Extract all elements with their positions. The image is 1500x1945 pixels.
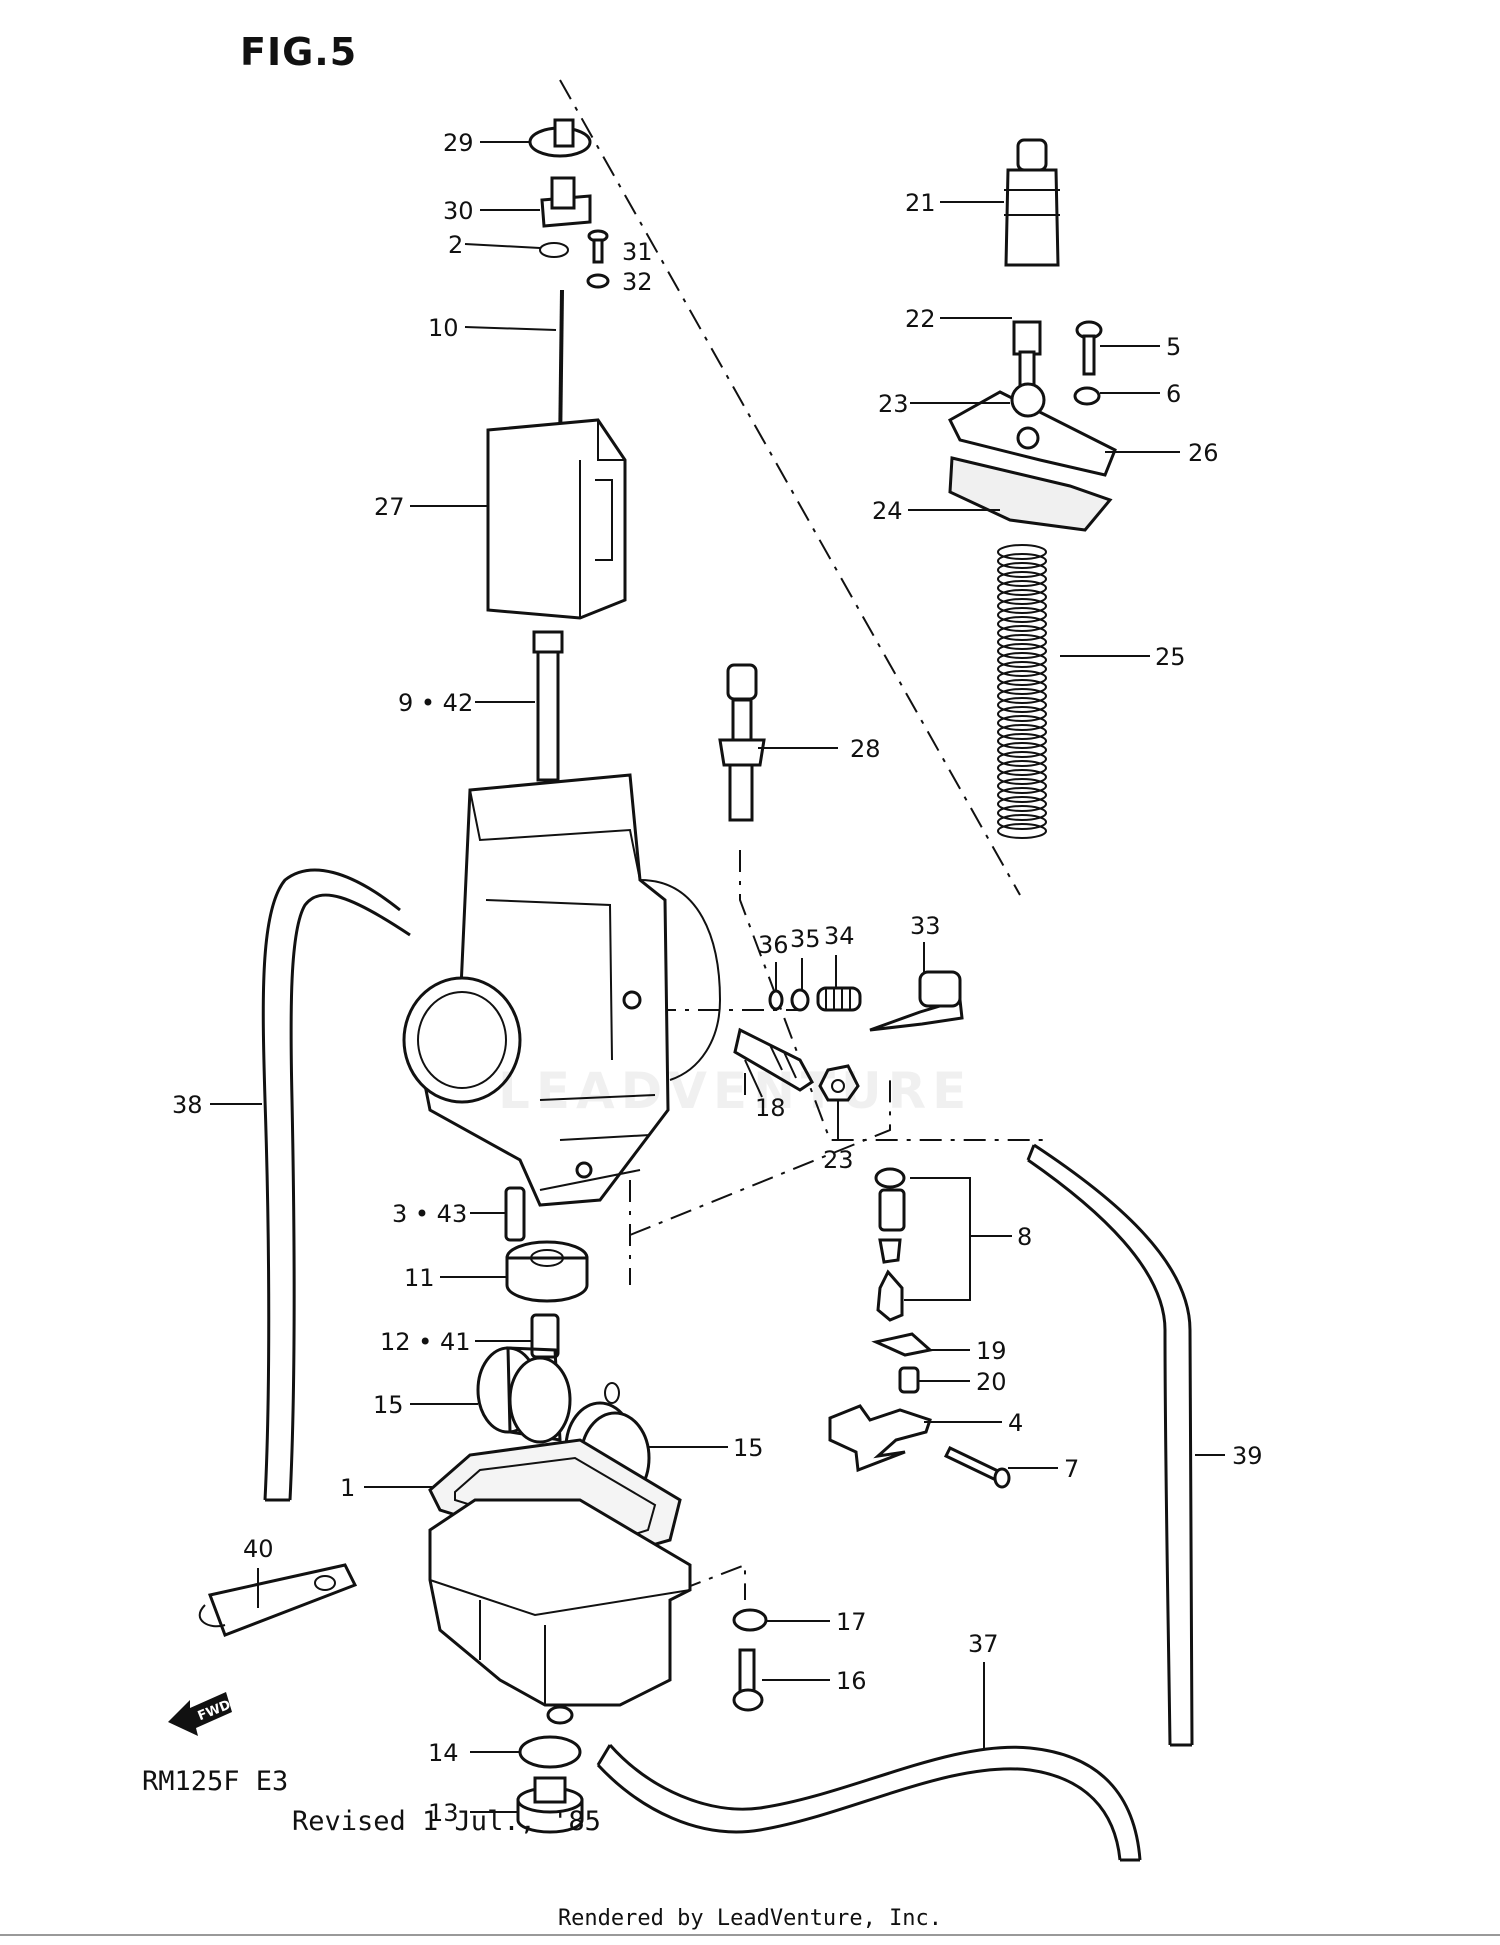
needle-clip-plate-part <box>540 176 592 228</box>
guide-line-slide <box>559 79 1021 896</box>
air-screw-part <box>869 970 964 1032</box>
float-pin-part <box>943 1446 1011 1489</box>
callout-14: 14 <box>428 1739 459 1767</box>
needle-valve-o-ring-part <box>874 1167 906 1189</box>
leader-lines <box>210 141 1225 1813</box>
callout-28: 28 <box>850 735 881 763</box>
callout-24: 24 <box>872 497 903 525</box>
callout-27: 27 <box>374 493 405 521</box>
callout-33: 33 <box>910 912 941 940</box>
callout-38: 38 <box>172 1091 203 1119</box>
needle-valve-seat-part <box>878 1188 906 1232</box>
callout-34: 34 <box>824 922 855 950</box>
rubber-cap-part <box>1004 138 1060 267</box>
idle-screw-part <box>733 1027 814 1092</box>
float-ring-part <box>604 1382 620 1404</box>
lock-washer-part <box>586 273 610 289</box>
hose-bracket-part <box>198 1563 358 1637</box>
o-ring-part <box>768 989 784 1011</box>
callout-7: 7 <box>1064 1455 1079 1483</box>
guide-line-bowl <box>679 1563 746 1600</box>
callout-26: 26 <box>1188 439 1219 467</box>
callout-16: 16 <box>836 1667 867 1695</box>
callout-32: 32 <box>622 268 653 296</box>
small-screw-part <box>587 229 609 264</box>
guide-line-lower <box>629 1080 891 1236</box>
callout-40: 40 <box>243 1535 274 1563</box>
drain-plug-part <box>516 1776 584 1834</box>
callout-15-right: 15 <box>733 1434 764 1462</box>
float-arm-pin-part <box>898 1366 920 1394</box>
lock-nut-part <box>818 1064 860 1102</box>
callout-13: 13 <box>428 1799 459 1827</box>
callout-23-nut: 23 <box>823 1146 854 1174</box>
top-screw-part <box>1075 320 1103 376</box>
callout-8: 8 <box>1017 1223 1032 1251</box>
needle-jet-part <box>532 630 564 782</box>
callout-12-41: 12 • 41 <box>380 1328 471 1356</box>
callout-6: 6 <box>1166 380 1181 408</box>
footer-rule <box>0 1934 1500 1936</box>
callout-19: 19 <box>976 1337 1007 1365</box>
pilot-jet-part <box>504 1186 526 1242</box>
callout-21: 21 <box>905 189 936 217</box>
callout-22: 22 <box>905 305 936 333</box>
callout-1: 1 <box>340 1474 355 1502</box>
callout-3-43: 3 • 43 <box>392 1200 467 1228</box>
callout-36: 36 <box>758 931 789 959</box>
callout-37: 37 <box>968 1630 999 1658</box>
float-arm-part <box>871 1332 934 1357</box>
callout-5: 5 <box>1166 333 1181 361</box>
callout-30: 30 <box>443 197 474 225</box>
throttle-valve-part <box>486 418 627 620</box>
footer-credit: Rendered by LeadVenture, Inc. <box>557 1906 943 1931</box>
e-clip-part <box>539 242 569 258</box>
callout-10: 10 <box>428 314 459 342</box>
figure-title: FIG.5 <box>240 30 358 74</box>
callout-2: 2 <box>448 231 463 259</box>
throttle-spring-part <box>997 544 1047 839</box>
callout-20: 20 <box>976 1368 1007 1396</box>
needle-valve-part <box>876 1269 904 1322</box>
top-gasket-part <box>948 456 1113 532</box>
top-cover-part <box>948 382 1117 477</box>
watermark-text: LEADVENTURE <box>498 1062 973 1120</box>
forward-arrow-icon: FWD <box>168 1692 233 1736</box>
callout-23-top: 23 <box>878 390 909 418</box>
drain-o-ring-part <box>518 1735 582 1769</box>
main-jet-part <box>718 663 766 822</box>
washer-part <box>790 988 810 1012</box>
overflow-hose-right-part <box>1026 1143 1194 1747</box>
air-vent-hose-left-part <box>261 868 411 1502</box>
callout-9-42: 9 • 42 <box>398 689 473 717</box>
callout-29: 29 <box>443 129 474 157</box>
float-bowl-part <box>428 1498 692 1725</box>
revision-note: Revised 1 Jul., '85 <box>292 1806 601 1837</box>
model-code: RM125F E3 <box>142 1766 289 1797</box>
callout-15-left: 15 <box>373 1391 404 1419</box>
float-hinge-part <box>828 1404 932 1473</box>
callout-35: 35 <box>790 925 821 953</box>
float-left-part <box>476 1346 572 1444</box>
top-cap-part <box>528 118 592 158</box>
callout-18: 18 <box>755 1094 786 1122</box>
callout-25: 25 <box>1155 643 1186 671</box>
callout-11: 11 <box>404 1264 435 1292</box>
bowl-screw-part <box>732 1648 764 1712</box>
bowl-screw-washer-part <box>732 1608 768 1632</box>
callout-17: 17 <box>836 1608 867 1636</box>
callout-31: 31 <box>622 238 653 266</box>
callout-39: 39 <box>1232 1442 1263 1470</box>
guide-line-idle <box>739 850 1050 1141</box>
top-washer-part <box>1073 386 1101 406</box>
callout-4: 4 <box>1008 1409 1023 1437</box>
jet-baffle-part <box>505 1240 589 1303</box>
small-spring-part <box>816 986 862 1012</box>
carburetor-body-part <box>402 773 722 1207</box>
drain-hose-part <box>596 1744 1142 1862</box>
needle-valve-clip-part <box>878 1238 902 1264</box>
